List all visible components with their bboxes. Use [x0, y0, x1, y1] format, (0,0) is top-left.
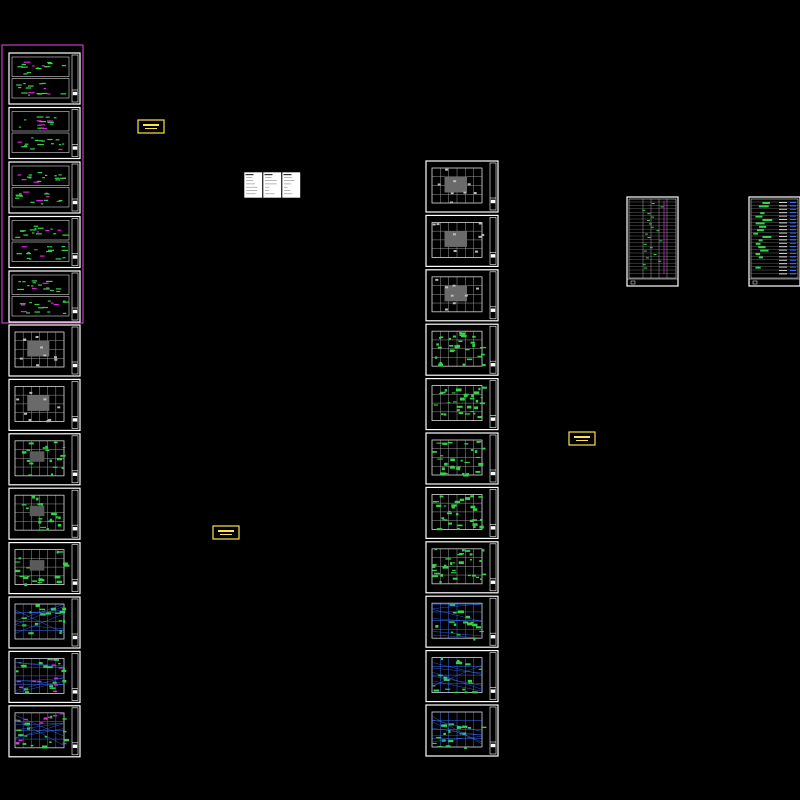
r-sheet-8[interactable] [425, 541, 499, 594]
r-sheet-10[interactable] [425, 649, 499, 703]
label-tag-1[interactable] [137, 119, 165, 134]
schedule-sheet-1[interactable] [626, 196, 679, 287]
elevation-sheet-3[interactable] [8, 161, 81, 214]
label-tag-3[interactable] [568, 431, 596, 446]
plan-sheet-1[interactable] [8, 324, 81, 377]
elevation-sheet-5[interactable] [8, 270, 81, 323]
selection-highlight [1, 44, 84, 324]
plan-sheet-6[interactable] [8, 596, 81, 649]
plan-sheet-3[interactable] [8, 433, 81, 486]
r-sheet-2[interactable] [425, 214, 499, 267]
elevation-sheet-1[interactable] [8, 52, 81, 105]
label-tag-2[interactable] [212, 525, 240, 540]
r-sheet-3[interactable] [425, 269, 499, 322]
elevation-sheet-4[interactable] [8, 215, 81, 269]
r-sheet-9[interactable] [425, 595, 499, 648]
plan-sheet-5[interactable] [8, 541, 81, 595]
r-sheet-5[interactable] [425, 378, 499, 431]
plan-sheet-7[interactable] [8, 650, 81, 704]
plan-sheet-8[interactable] [8, 705, 81, 758]
elevation-sheet-2[interactable] [8, 106, 81, 160]
r-sheet-11[interactable] [425, 704, 499, 757]
r-sheet-6[interactable] [425, 432, 499, 485]
plan-sheet-2[interactable] [8, 378, 81, 431]
plan-sheet-4[interactable] [8, 487, 81, 540]
r-sheet-1[interactable] [425, 160, 499, 213]
r-sheet-7[interactable] [425, 486, 499, 539]
schedule-sheet-2[interactable] [748, 196, 800, 287]
general-notes-panel[interactable] [243, 171, 301, 199]
r-sheet-4[interactable] [425, 323, 499, 376]
